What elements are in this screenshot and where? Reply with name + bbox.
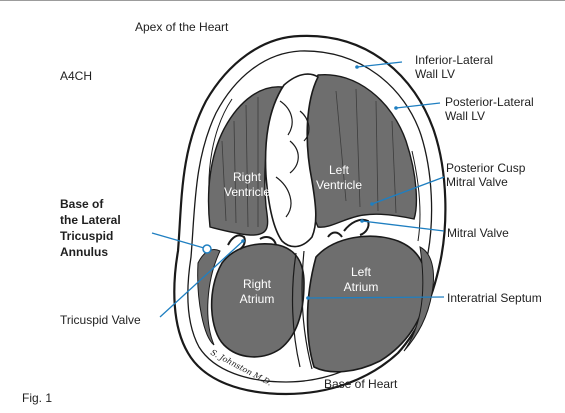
right-ventricle-label-line1: Right bbox=[220, 170, 274, 184]
annulus-label-line2: the Lateral bbox=[60, 213, 121, 227]
callout-dot-posterior-cusp bbox=[370, 202, 374, 206]
callout-dot-mitral-valve bbox=[360, 219, 364, 223]
view-label: A4CH bbox=[60, 69, 92, 83]
figure-number-label: Fig. 1 bbox=[22, 391, 52, 405]
left-atrium-cavity bbox=[308, 236, 427, 372]
interatrial-septum-label: Interatrial Septum bbox=[447, 291, 542, 305]
tricuspid-valve-label: Tricuspid Valve bbox=[60, 313, 141, 327]
inferior-lateral-wall-label-line2: Wall LV bbox=[415, 67, 455, 81]
right-atrium-label-line2: Atrium bbox=[232, 292, 282, 306]
right-atrium-label-line1: Right bbox=[232, 277, 282, 291]
posterior-cusp-label-line2: Mitral Valve bbox=[446, 175, 508, 189]
apex-label: Apex of the Heart bbox=[135, 20, 228, 34]
left-atrium-label-line1: Left bbox=[336, 265, 386, 279]
annulus-marker-circle bbox=[203, 245, 211, 253]
base-of-heart-label: Base of Heart bbox=[324, 377, 397, 391]
posterior-cusp-label-line1: Posterior Cusp bbox=[446, 161, 525, 175]
annulus-label-line4: Annulus bbox=[60, 245, 108, 259]
posterior-lateral-wall-label-line1: Posterior-Lateral bbox=[445, 95, 534, 109]
right-ventricle-label-line2: Ventricle bbox=[220, 185, 274, 199]
left-ventricle-label-line1: Left bbox=[312, 163, 366, 177]
inferior-lateral-wall-label-line1: Inferior-Lateral bbox=[415, 53, 493, 67]
annulus-label-line1: Base of bbox=[60, 197, 103, 211]
annulus-label-line3: Tricuspid bbox=[60, 229, 113, 243]
callout-dot-inferior-lateral bbox=[355, 65, 359, 69]
posterior-lateral-wall-label-line2: Wall LV bbox=[445, 109, 485, 123]
callout-dot-interatrial bbox=[306, 296, 310, 300]
callout-dot-tricuspid bbox=[241, 239, 245, 243]
mitral-valve-label: Mitral Valve bbox=[447, 226, 509, 240]
callout-dot-posterior-lateral bbox=[394, 106, 398, 110]
left-ventricle-label-line2: Ventricle bbox=[312, 178, 366, 192]
left-atrium-label-line2: Atrium bbox=[336, 280, 386, 294]
